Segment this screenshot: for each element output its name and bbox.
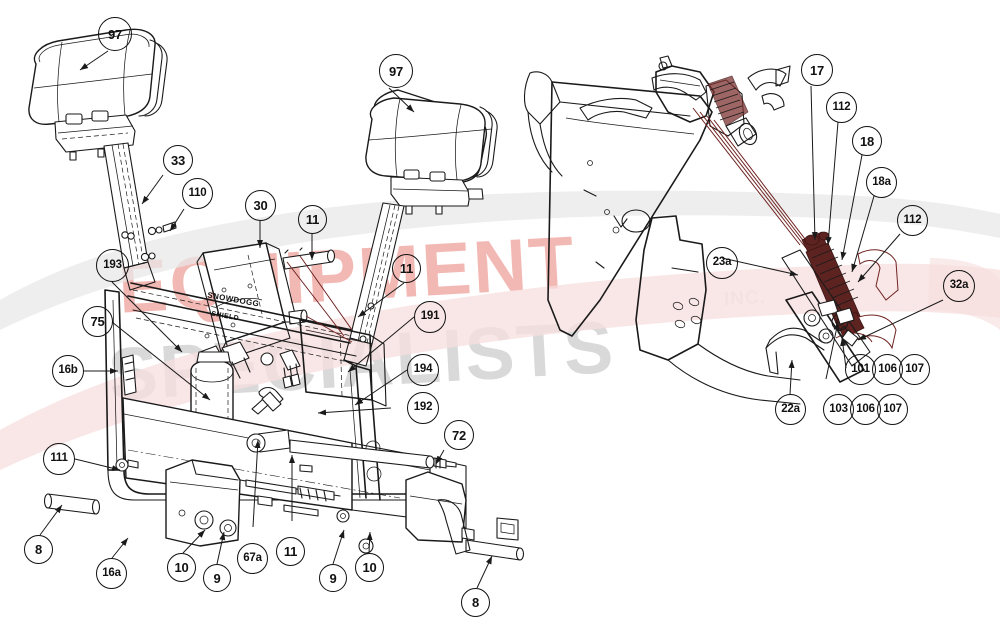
callout-9[interactable]: 9: [319, 564, 347, 592]
leader-line: [476, 555, 493, 589]
leader-line: [141, 174, 164, 205]
leader-line: [111, 281, 183, 353]
leader-line: [857, 233, 901, 283]
leader-line: [840, 154, 863, 261]
callout-8[interactable]: 8: [461, 588, 490, 617]
callout-112[interactable]: 112: [826, 92, 857, 123]
leader-line: [825, 321, 840, 380]
headlamp-left: [28, 28, 168, 161]
callout-110[interactable]: 110: [182, 178, 213, 209]
leader-line: [111, 537, 129, 559]
electrical-connectors: [260, 349, 301, 389]
cross-pins: [282, 247, 336, 325]
callout-72[interactable]: 72: [444, 420, 474, 450]
lower-hydraulics: [43, 429, 525, 561]
spring-assembly: [705, 75, 758, 147]
callout-11[interactable]: 11: [276, 537, 305, 566]
leader-line: [216, 531, 226, 565]
callout-107[interactable]: 107: [877, 394, 908, 425]
callout-23a[interactable]: 23a: [706, 247, 738, 279]
callout-97[interactable]: 97: [98, 17, 132, 51]
callout-18[interactable]: 18: [852, 126, 882, 156]
leader-line: [79, 50, 109, 71]
leader-line: [317, 407, 392, 416]
callout-193[interactable]: 193: [96, 249, 129, 282]
callout-30[interactable]: 30: [245, 190, 276, 221]
leader-line: [39, 504, 63, 536]
callout-111[interactable]: 111: [43, 443, 75, 475]
latch-assembly: [692, 107, 899, 383]
leader-line: [435, 449, 445, 465]
leader-line: [357, 282, 405, 318]
callout-32a[interactable]: 32a: [943, 270, 975, 302]
callout-16a[interactable]: 16a: [96, 558, 127, 589]
leader-line: [169, 208, 185, 232]
leader-line: [788, 359, 795, 395]
leader-line: [111, 321, 211, 401]
callout-192[interactable]: 192: [407, 392, 439, 424]
callout-22a[interactable]: 22a: [775, 394, 806, 425]
leader-line: [857, 299, 944, 341]
callout-33[interactable]: 33: [163, 145, 193, 175]
callout-107[interactable]: 107: [899, 354, 930, 385]
main-frame-box: [104, 289, 467, 554]
leader-line: [332, 529, 345, 565]
leader-line: [851, 195, 875, 273]
light-tower-left: [103, 142, 177, 291]
leader-line: [347, 316, 415, 373]
callout-17[interactable]: 17: [801, 54, 833, 86]
callout-97[interactable]: 97: [379, 54, 413, 88]
callout-67a[interactable]: 67a: [237, 543, 268, 574]
leader-line: [366, 531, 373, 554]
light-tower-right: [343, 202, 405, 367]
callout-10[interactable]: 10: [355, 553, 384, 582]
a-frame-rails: [127, 282, 387, 407]
leader-line: [825, 121, 839, 246]
callout-9[interactable]: 9: [203, 564, 231, 592]
headlamp-right: [365, 89, 498, 215]
leader-line: [388, 87, 415, 113]
leader-lines: [39, 50, 944, 589]
leader-line: [252, 439, 261, 528]
callout-10[interactable]: 10: [167, 553, 196, 582]
leader-line: [182, 529, 206, 554]
leader-line: [354, 369, 408, 406]
callout-16b[interactable]: 16b: [52, 355, 84, 387]
callout-191[interactable]: 191: [414, 301, 446, 333]
leader-line: [810, 85, 818, 241]
callout-11[interactable]: 11: [298, 205, 327, 234]
callout-8[interactable]: 8: [24, 535, 53, 564]
callout-18a[interactable]: 18a: [866, 167, 897, 198]
callout-11[interactable]: 11: [392, 254, 421, 283]
callout-112[interactable]: 112: [897, 205, 928, 236]
callout-194[interactable]: 194: [407, 354, 439, 386]
leader-line: [74, 458, 121, 472]
callout-75[interactable]: 75: [82, 306, 113, 337]
truck-side-mount: [523, 55, 801, 405]
